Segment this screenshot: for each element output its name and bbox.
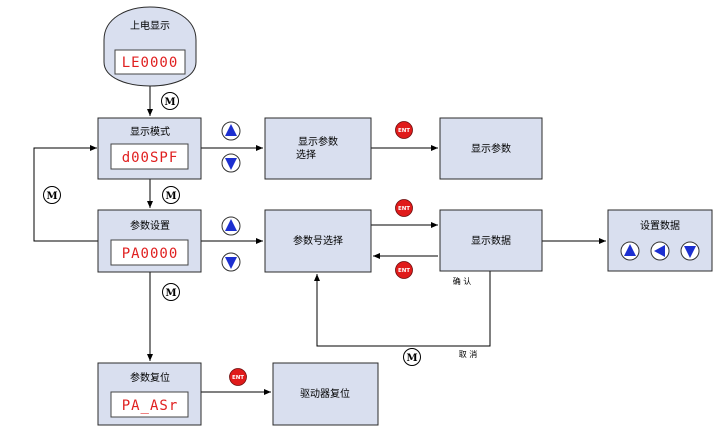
- param-reset-display: [110, 391, 189, 418]
- m-key-icon: M: [403, 348, 421, 366]
- power-on-display: [114, 49, 186, 75]
- m-key-label: M: [406, 353, 417, 364]
- power-on-display-value: LE0000: [122, 55, 179, 71]
- node-param-setting: 参数设置 PA0000: [97, 209, 202, 273]
- display-param-select-label-2: 选择: [296, 148, 316, 161]
- display-param-box: [439, 117, 543, 180]
- param-number-select-label: 参数号选择: [293, 234, 343, 247]
- ent-key-icon: ENT: [229, 368, 247, 386]
- m-key-icon: M: [162, 283, 180, 301]
- ent-key-label: ENT: [398, 268, 410, 274]
- down-arrow-icon: [221, 252, 241, 272]
- edge-cancel-to-number: [314, 271, 491, 347]
- display-mode-display-value: d00SPF: [122, 150, 179, 166]
- param-number-select-box: [264, 209, 372, 273]
- display-param-select-label-1: 显示参数: [298, 135, 338, 148]
- ent-key-icon: ENT: [395, 121, 413, 139]
- m-key-label: M: [164, 97, 175, 108]
- m-key-icon: M: [161, 92, 179, 110]
- m-key-label: M: [165, 191, 176, 202]
- set-data-label: 设置数据: [640, 219, 680, 232]
- node-display-data: 显示数据: [439, 209, 543, 272]
- ent-key-label: ENT: [398, 206, 410, 212]
- param-setting-display-value: PA0000: [122, 246, 179, 262]
- connectors: [33, 86, 606, 395]
- power-on-label: 上电显示: [130, 19, 170, 32]
- param-reset-display-value: PA_ASr: [122, 398, 179, 414]
- m-key-label: M: [46, 191, 57, 202]
- node-display-mode: 显示模式 d00SPF: [97, 117, 202, 180]
- node-power-on: 上电显示 LE0000: [103, 6, 197, 87]
- node-param-number-select: 参数号选择: [264, 209, 372, 273]
- param-setting-label: 参数设置: [130, 219, 170, 232]
- edge-param-loop-to-display: [33, 145, 98, 242]
- node-param-reset: 参数复位 PA_ASr: [97, 362, 202, 426]
- ent-key-label: ENT: [398, 128, 410, 134]
- ent-key-label: ENT: [232, 375, 244, 381]
- cancel-label: 取 消: [459, 349, 478, 359]
- ent-key-icon: ENT: [395, 199, 413, 217]
- node-display-param-select: 显示参数 选择: [264, 117, 372, 180]
- driver-reset-label: 驱动器复位: [300, 387, 350, 400]
- up-arrow-icon: [221, 216, 241, 236]
- m-key-icon: M: [43, 186, 61, 204]
- up-arrow-icon: [221, 121, 241, 141]
- left-arrow-icon: [650, 241, 670, 261]
- m-key-icon: M: [162, 186, 180, 204]
- ent-key-icon: ENT: [395, 261, 413, 279]
- display-mode-display: [110, 143, 189, 170]
- m-key-label: M: [165, 288, 176, 299]
- node-driver-reset: 驱动器复位: [272, 362, 379, 426]
- param-reset-label: 参数复位: [130, 371, 170, 384]
- up-arrow-icon: [620, 241, 640, 261]
- set-data-box: [607, 209, 713, 272]
- display-data-box: [439, 209, 543, 272]
- down-arrow-icon: [221, 153, 241, 173]
- display-data-label: 显示数据: [471, 234, 511, 247]
- driver-reset-box: [272, 362, 379, 426]
- display-mode-label: 显示模式: [130, 125, 170, 138]
- node-display-param: 显示参数: [439, 117, 543, 180]
- confirm-label: 确 认: [453, 276, 472, 286]
- down-arrow-icon: [680, 241, 700, 261]
- display-param-label: 显示参数: [471, 142, 511, 155]
- param-setting-display: [110, 239, 189, 266]
- node-set-data: 设置数据: [607, 209, 713, 272]
- display-param-select-box: [264, 117, 372, 180]
